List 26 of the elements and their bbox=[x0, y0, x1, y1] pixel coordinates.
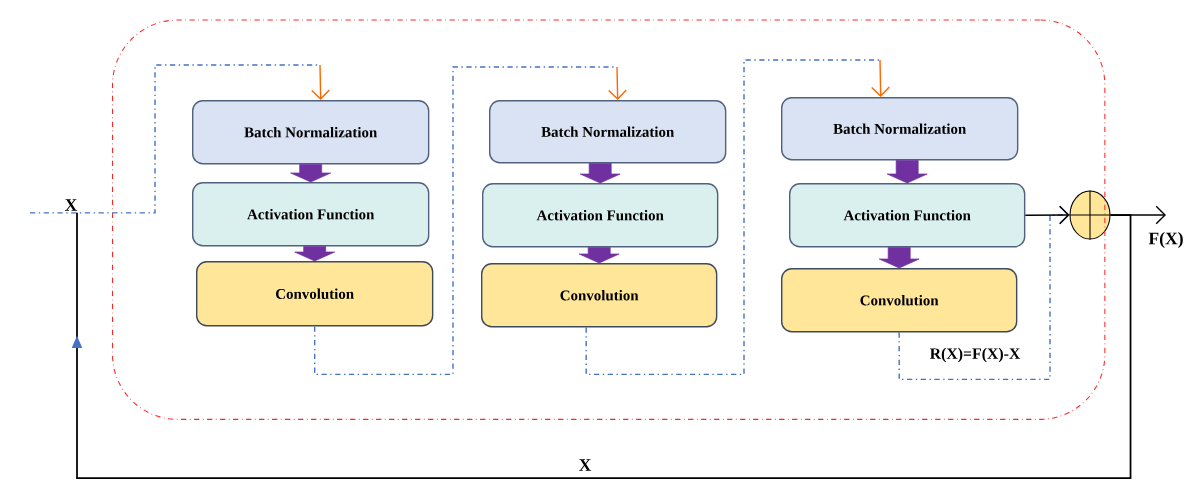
signal-label: X bbox=[65, 199, 78, 211]
arrow bbox=[71, 212, 1132, 479]
block-outline bbox=[112, 19, 1106, 420]
process-box: Activation Function bbox=[192, 182, 430, 247]
process-box: Activation Function bbox=[789, 183, 1026, 248]
edge-label: R(X)=F(X)-X bbox=[927, 346, 1023, 364]
edge-label: X bbox=[576, 457, 594, 473]
block-arrow bbox=[294, 246, 336, 262]
process-box: Batch Normalization bbox=[781, 97, 1019, 161]
arrow bbox=[1024, 205, 1070, 225]
dashed-arrow bbox=[29, 64, 330, 214]
dashed-arrow bbox=[585, 59, 890, 376]
process-box: Convolution bbox=[481, 263, 718, 328]
signal-label: F(X) bbox=[1148, 232, 1183, 248]
block-arrow bbox=[578, 247, 620, 264]
block-arrow bbox=[579, 163, 621, 184]
dashed-arrow bbox=[313, 66, 627, 376]
process-box: Batch Normalization bbox=[489, 100, 727, 164]
process-box: Activation Function bbox=[482, 183, 719, 248]
block-arrow bbox=[290, 164, 332, 183]
process-box: Convolution bbox=[196, 261, 434, 327]
block-arrow bbox=[886, 160, 928, 184]
process-box: Batch Normalization bbox=[192, 100, 430, 165]
process-box: Convolution bbox=[781, 268, 1018, 333]
sum-symbol bbox=[1068, 189, 1112, 241]
block-arrow bbox=[878, 247, 920, 269]
